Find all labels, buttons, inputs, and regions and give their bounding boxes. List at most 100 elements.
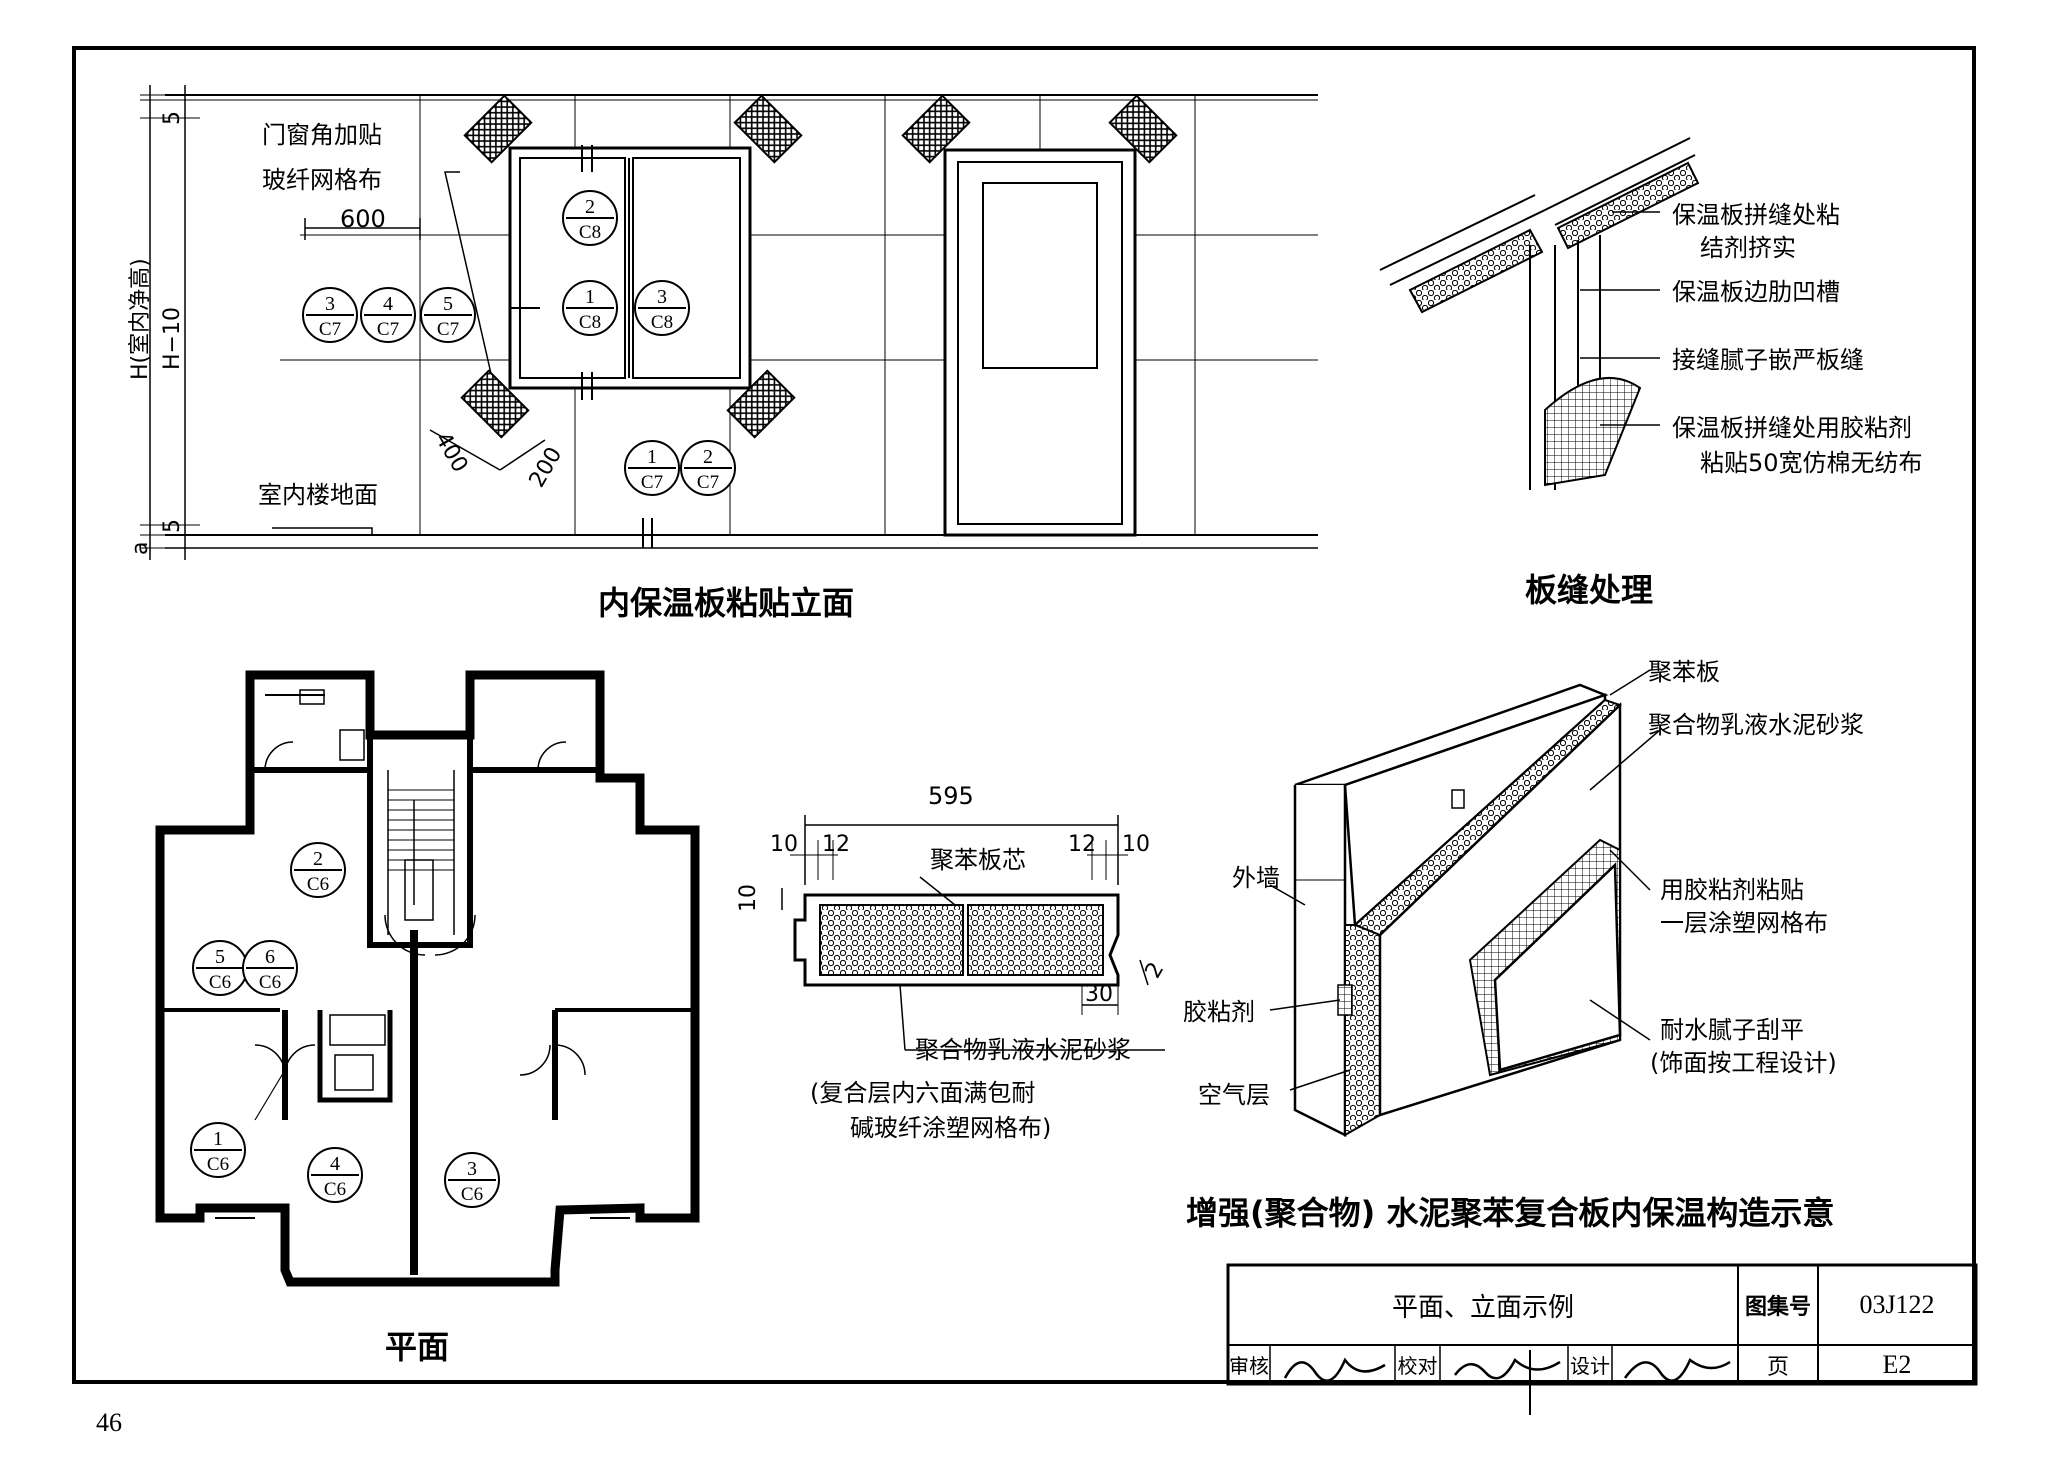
corner-mesh-patches (460, 94, 1178, 439)
dim-12-right: 12 (1068, 832, 1096, 857)
panel-section-drawing (781, 815, 1165, 1051)
plan-callout-sheet: C6 (207, 1154, 229, 1175)
plan-callout-number: 1 (213, 1128, 223, 1150)
design-label: 设计 (1570, 1354, 1610, 1378)
check-label: 校对 (1397, 1354, 1438, 1378)
plan-callout-number: 6 (265, 946, 275, 968)
plan-callout-sheet: C6 (461, 1184, 483, 1205)
plan-callout-number: 5 (215, 946, 225, 968)
signatures (1283, 1350, 1731, 1415)
elevation-callout-number: 2 (703, 446, 713, 468)
plan-callout-number: 2 (313, 848, 323, 870)
plan-callout-sheet: C6 (209, 972, 231, 993)
dim-30: 30 (1085, 982, 1113, 1007)
elevation-callout-sheet: C7 (319, 319, 341, 340)
joint-detail-drawing (1379, 137, 1700, 490)
elevation-callout: 1C8 (562, 280, 618, 336)
plan-callout: 6C6 (242, 940, 298, 996)
plan-callout-sheet: C6 (307, 874, 329, 895)
elevation-callout-number: 2 (585, 196, 595, 218)
page-number-code: E2 (1882, 1349, 1912, 1379)
section-mortar-label: 聚合物乳液水泥砂浆 (915, 1036, 1131, 1064)
plan-callout-number: 3 (467, 1158, 477, 1180)
dim-595: 595 (928, 782, 974, 810)
plan-callout: 2C6 (290, 842, 346, 898)
joint-note1-line2: 结剂挤实 (1700, 234, 1796, 262)
plan-callout: 5C6 (192, 940, 248, 996)
dim-10-left: 10 (770, 832, 798, 857)
dim-10-right: 10 (1122, 832, 1150, 857)
elevation-callout-sheet: C8 (651, 312, 673, 333)
atlas-label: 图集号 (1744, 1295, 1811, 1320)
review-label: 审核 (1229, 1354, 1269, 1378)
dim-5-top: 5 (160, 111, 185, 125)
section-note-line1: (复合层内六面满包耐 (810, 1079, 1036, 1107)
section-note-line2: 碱玻纤涂塑网格布) (850, 1114, 1052, 1142)
plan-callout-sheet: C6 (324, 1179, 346, 1200)
drawing-title: 平面、立面示例 (1391, 1292, 1574, 1323)
iso-putty-line2: (饰面按工程设计) (1650, 1049, 1837, 1077)
iso-polystyrene-label: 聚苯板 (1648, 658, 1720, 686)
iso-putty-line1: 耐水腻子刮平 (1660, 1016, 1804, 1044)
elevation-callout-number: 3 (325, 293, 335, 315)
joint-title: 板缝处理 (1525, 571, 1654, 609)
joint-note4-line2: 粘贴50宽仿棉无纺布 (1700, 449, 1923, 477)
plan-title: 平面 (385, 1328, 450, 1366)
elevation-callout-number: 3 (657, 286, 667, 308)
iso-mortar-label: 聚合物乳液水泥砂浆 (1648, 711, 1864, 739)
floor-plan-drawing (155, 670, 700, 1287)
dim-10-side: 10 (736, 884, 761, 912)
joint-note2: 保温板边肋凹槽 (1672, 278, 1840, 306)
elevation-note-line1: 门窗角加贴 (262, 121, 382, 149)
elevation-callout-number: 5 (443, 293, 453, 315)
elevation-callout: 5C7 (420, 287, 476, 343)
plan-callout: 3C6 (444, 1152, 500, 1208)
plan-callout: 1C6 (190, 1122, 246, 1178)
drawing-frame (72, 46, 1976, 1384)
iso-air-layer-label: 空气层 (1198, 1081, 1270, 1109)
page-number: 46 (96, 1408, 122, 1437)
plan-callout: 4C6 (307, 1147, 363, 1203)
elevation-callout-number: 4 (383, 293, 393, 315)
title-block-lines (1226, 1263, 1978, 1386)
joint-note4-line1: 保温板拼缝处用胶粘剂 (1672, 414, 1912, 442)
elevation-callout: 3C8 (634, 280, 690, 336)
page-label: 页 (1766, 1354, 1789, 1380)
dim-a: a (128, 541, 153, 555)
elevation-title: 内保温板粘贴立面 (598, 584, 855, 622)
floor-label: 室内楼地面 (258, 481, 378, 509)
elevation-callout-number: 1 (585, 286, 595, 308)
elevation-callout-sheet: C7 (641, 472, 663, 493)
elevation-callout-number: 1 (647, 446, 657, 468)
elevation-callout: 2C8 (562, 190, 618, 246)
dim-600: 600 (340, 205, 386, 233)
elevation-callout-sheet: C7 (697, 472, 719, 493)
elevation-note-line2: 玻纤网格布 (262, 166, 382, 194)
elevation-callout: 2C7 (680, 440, 736, 496)
elevation-callout-sheet: C7 (437, 319, 459, 340)
iso-title: 增强(聚合物) 水泥聚苯复合板内保温构造示意 (1186, 1194, 1835, 1232)
section-core-label: 聚苯板芯 (930, 846, 1026, 874)
isometric-construction-drawing (1269, 669, 1661, 1138)
iso-adhesive-label: 胶粘剂 (1183, 998, 1255, 1026)
iso-outer-wall-label: 外墙 (1232, 864, 1280, 892)
elevation-callout-sheet: C8 (579, 222, 601, 243)
plan-callout-sheet: C6 (259, 972, 281, 993)
elevation-drawing (140, 85, 1318, 560)
dim-5-bottom: 5 (160, 519, 185, 533)
height-inner-label: H−10 (160, 307, 185, 370)
height-label: H(室内净高) (128, 258, 153, 380)
elevation-callout-sheet: C8 (579, 312, 601, 333)
iso-mesh-line1: 用胶粘剂粘贴 (1660, 876, 1804, 904)
dim-12-left: 12 (822, 832, 850, 857)
plan-callout-number: 4 (330, 1153, 340, 1175)
joint-note1-line1: 保温板拼缝处粘 (1672, 201, 1840, 229)
iso-mesh-line2: 一层涂塑网格布 (1660, 909, 1828, 937)
atlas-number: 03J122 (1859, 1290, 1935, 1319)
joint-note3: 接缝腻子嵌严板缝 (1672, 346, 1864, 374)
elevation-callout: 3C7 (302, 287, 358, 343)
elevation-callout: 4C7 (360, 287, 416, 343)
elevation-callout: 1C7 (624, 440, 680, 496)
